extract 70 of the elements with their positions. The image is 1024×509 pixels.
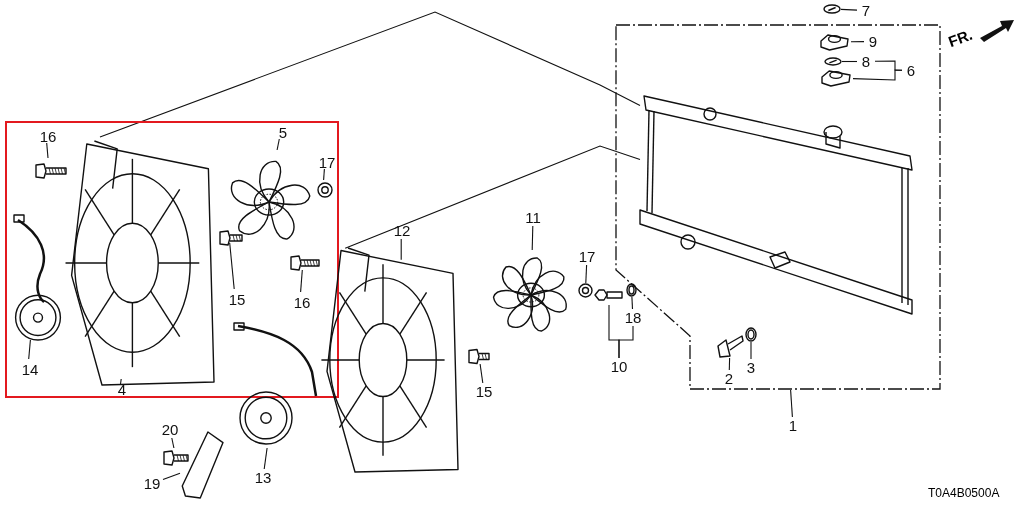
callout-number: 5 — [274, 124, 292, 141]
nut-drawing — [578, 283, 593, 298]
highlight-frame — [5, 121, 339, 398]
leader-line — [790, 389, 793, 418]
diagram-code: T0A4B0500A — [928, 486, 1000, 500]
leader-line — [631, 296, 634, 310]
bolt-drawing — [35, 160, 67, 182]
leader-line — [531, 225, 534, 251]
callout-number: 18 — [622, 309, 644, 326]
leader-line — [479, 363, 484, 384]
callout-number: 9 — [864, 33, 882, 50]
leader-line — [850, 41, 865, 43]
leader-line — [852, 69, 903, 81]
callout-number: 17 — [316, 154, 338, 171]
fan-motor-drawing — [232, 322, 320, 448]
radiator-drawing — [640, 92, 915, 317]
seal-drawing — [824, 57, 842, 66]
callout-number: 8 — [857, 53, 875, 70]
bolt-drawing — [468, 349, 490, 364]
leader-line — [618, 325, 634, 359]
callout-number: 6 — [902, 62, 920, 79]
leader-line — [171, 437, 175, 449]
callout-number: 15 — [473, 383, 495, 400]
leader-line — [585, 264, 588, 284]
washer-drawing — [626, 283, 637, 297]
callout-number: 20 — [159, 421, 181, 438]
direction-label: FR. — [946, 25, 975, 50]
leader-line — [841, 60, 858, 63]
callout-number: 4 — [113, 381, 131, 398]
leader-line — [162, 472, 181, 481]
seal-drawing — [818, 32, 851, 52]
callout-number: 14 — [19, 361, 41, 378]
cover-drawing — [180, 430, 225, 500]
bolt-drawing — [290, 254, 320, 272]
cap-drawing — [819, 68, 853, 88]
leader-line — [300, 269, 303, 293]
leader-line — [263, 447, 268, 470]
leader-line — [229, 242, 235, 290]
callout-number: 12 — [391, 222, 413, 239]
callout-number: 11 — [522, 209, 544, 226]
callout-number: 16 — [291, 294, 313, 311]
leader-line — [28, 339, 31, 360]
callout-number: 15 — [226, 291, 248, 308]
callout-number: 2 — [720, 370, 738, 387]
leader-line — [46, 142, 49, 159]
callout-number: 10 — [608, 358, 630, 375]
washer-drawing — [745, 327, 757, 342]
leader-line — [750, 341, 752, 360]
drain-plug-drawing — [716, 332, 744, 358]
callout-number: 19 — [141, 475, 163, 492]
callout-number: 17 — [576, 248, 598, 265]
callout-number: 1 — [784, 417, 802, 434]
callout-number: 3 — [742, 359, 760, 376]
leader-line — [840, 8, 858, 11]
leader-line — [99, 11, 641, 138]
seal-drawing — [823, 4, 841, 14]
leader-line — [119, 378, 122, 386]
leader-line — [276, 138, 280, 151]
leader-line — [728, 357, 731, 371]
leader-line — [323, 168, 325, 181]
nut-drawing — [317, 182, 333, 198]
callout-number: 13 — [252, 469, 274, 486]
fan-shroud-drawing — [320, 246, 460, 474]
fan-shroud-drawing — [64, 139, 216, 387]
callout-number: 7 — [857, 2, 875, 19]
callout-number: 16 — [37, 128, 59, 145]
bolt-drawing — [219, 231, 243, 245]
bolt-drawing — [163, 448, 189, 468]
leader-line — [344, 145, 641, 249]
leader-line — [400, 238, 402, 261]
